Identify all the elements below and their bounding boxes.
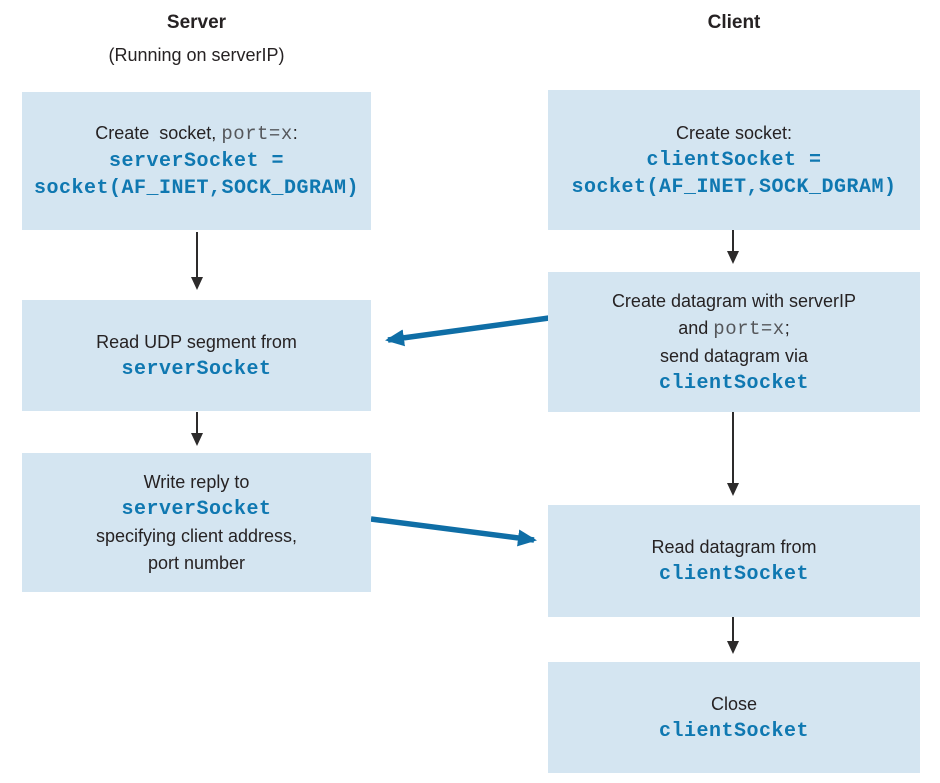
client-close-text: Close <box>710 693 758 714</box>
client-create-datagram-box: Create datagram with serverIP and port=x… <box>548 272 920 412</box>
server-column-subtitle: (Running on serverIP) <box>108 45 285 65</box>
server-create-colon: : <box>292 123 298 143</box>
server-port-code: port=x <box>221 123 293 145</box>
client-create-socket-box: Create socket: clientSocket = socket(AF_… <box>548 90 920 230</box>
client-close-box: Close clientSocket <box>548 662 920 773</box>
client-datagram-code: clientSocket <box>658 371 810 395</box>
server-write-text: Write reply to <box>143 471 250 492</box>
client-column-title: Client <box>707 12 761 33</box>
client-datagram-line1: Create datagram with serverIP <box>611 290 857 311</box>
server-create-line: Create socket, port=x: <box>22 120 371 148</box>
server-read-segment-box: Read UDP segment from serverSocket <box>22 300 371 411</box>
server-create-text: Create socket, <box>95 123 222 143</box>
client-datagram-line3: send datagram via <box>659 345 809 366</box>
client-create-text: Create socket: <box>675 122 793 143</box>
client-datagram-semicolon: ; <box>784 317 790 338</box>
server-column-title: Server <box>166 12 227 33</box>
client-read-text: Read datagram from <box>651 537 817 557</box>
server-write-code: serverSocket <box>121 497 272 521</box>
server-write-reply-box: Write reply to serverSocket specifying c… <box>22 453 371 592</box>
server-read-code: serverSocket <box>121 357 272 381</box>
client-socket-assign-code: clientSocket = <box>646 148 822 172</box>
client-datagram-line2: and port=x; <box>548 315 920 343</box>
arrow-server-write-to-client-read <box>370 516 537 547</box>
server-socket-assign-code: serverSocket = <box>108 150 285 173</box>
server-create-socket-box: Create socket, port=x: serverSocket = so… <box>22 92 371 230</box>
server-read-text: Read UDP segment from <box>96 331 297 352</box>
arrow-client-datagram-to-server-read <box>385 315 550 347</box>
server-socket-call-code: socket(AF_INET,SOCK_DGRAM) <box>33 177 360 200</box>
client-close-code: clientSocket <box>658 719 810 743</box>
client-port-code: port=x <box>713 317 785 340</box>
server-write-text3: port number <box>147 552 246 573</box>
client-read-code: clientSocket <box>658 563 810 586</box>
client-read-datagram-box: Read datagram from clientSocket <box>548 505 920 617</box>
client-datagram-and-text: and <box>678 317 714 338</box>
client-socket-call-code: socket(AF_INET,SOCK_DGRAM) <box>571 175 897 199</box>
server-write-text2: specifying client address, <box>95 525 298 546</box>
